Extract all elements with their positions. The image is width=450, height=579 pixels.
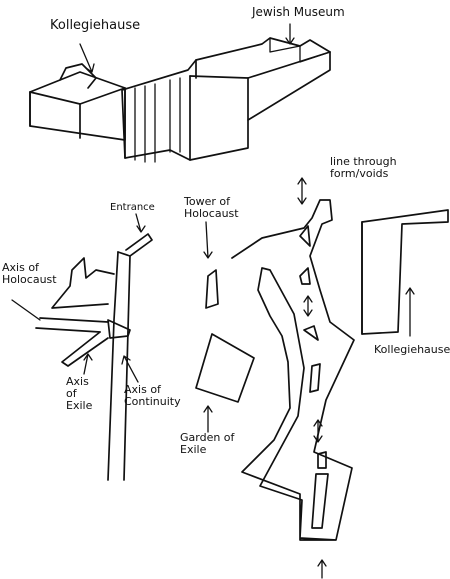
label-jewish-museum: Jewish Museum: [252, 5, 345, 19]
tower-arrow: [203, 221, 213, 259]
void-line-arrow-3: [313, 419, 323, 443]
museum-zigzag-plan: [231, 177, 355, 579]
label-kollegiehause-top: Kollegiehause: [50, 18, 141, 33]
void-5: [317, 451, 327, 469]
label-axis-of-holocaust: Axis of Holocaust: [2, 261, 57, 286]
tower-of-holocaust-shape: [205, 269, 219, 309]
axes-plan: [11, 213, 153, 481]
void-2: [299, 267, 311, 285]
void-line-arrow-4: [317, 559, 327, 579]
label-garden-of-exile: Garden of Exile: [180, 431, 235, 456]
void-3: [303, 325, 319, 341]
axis-of-exile-arrow: [83, 353, 93, 375]
void-6: [311, 473, 329, 529]
axis-of-holocaust-arrow: [11, 299, 41, 321]
axis-of-continuity-arrow: [121, 355, 139, 383]
jewish-museum-arrow: [285, 23, 295, 45]
void-1: [299, 225, 311, 247]
jewish-museum-block-3d: [121, 37, 331, 163]
kollegiehause-plan-arrow: [405, 287, 415, 337]
label-axis-of-exile: Axis of Exile: [66, 375, 93, 412]
label-entrance: Entrance: [110, 202, 155, 213]
garden-of-exile-shape: [195, 333, 255, 403]
garden-arrow: [203, 405, 213, 433]
entrance-arrow: [135, 213, 146, 233]
label-axis-of-continuity: Axis of Continuity: [124, 383, 181, 408]
void-line-arrow-1: [297, 177, 307, 205]
label-kollegiehause-plan: Kollegiehause: [374, 343, 450, 356]
void-4: [309, 363, 321, 393]
label-line-through-form-voids: line through form/voids: [330, 155, 397, 180]
kollegiehaus-block-3d: [29, 63, 126, 141]
label-tower-of-holocaust: Tower of Holocaust: [184, 195, 239, 220]
void-line-arrow-2: [303, 295, 313, 317]
kollegiehause-plan: [361, 209, 449, 337]
kollegiehause-arrow-top: [79, 43, 95, 73]
